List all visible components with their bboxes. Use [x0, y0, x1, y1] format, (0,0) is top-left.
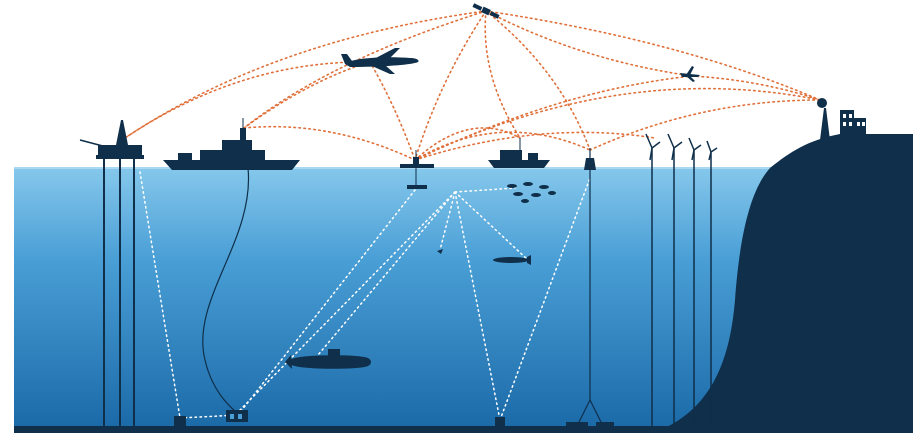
- gateway-buoy-icon: [400, 150, 434, 189]
- buoy-icon: [566, 148, 614, 427]
- rov-tether: [202, 167, 250, 413]
- seabed-sensor-icon: [174, 416, 505, 426]
- fishing-boat-icon: [488, 138, 550, 168]
- drone-icon: [680, 66, 700, 82]
- seabed: [14, 426, 913, 433]
- airplane-icon: [341, 48, 419, 74]
- radio-tower-building-icon: [817, 98, 866, 140]
- wind-turbine-icon: [645, 133, 718, 428]
- warship-icon: [163, 118, 300, 170]
- surface-links: [121, 10, 821, 161]
- rov-icon: [226, 410, 248, 422]
- satellite-icon: [472, 3, 500, 19]
- underwater-links: [139, 171, 591, 421]
- fish-icon: [507, 182, 556, 203]
- land-cliff-icon: [665, 134, 913, 433]
- auv-icon: [493, 255, 531, 265]
- submarine-icon: [285, 349, 371, 369]
- oil-rig-icon: [79, 120, 144, 428]
- sea: [14, 167, 774, 428]
- small-glider-icon: [437, 249, 443, 254]
